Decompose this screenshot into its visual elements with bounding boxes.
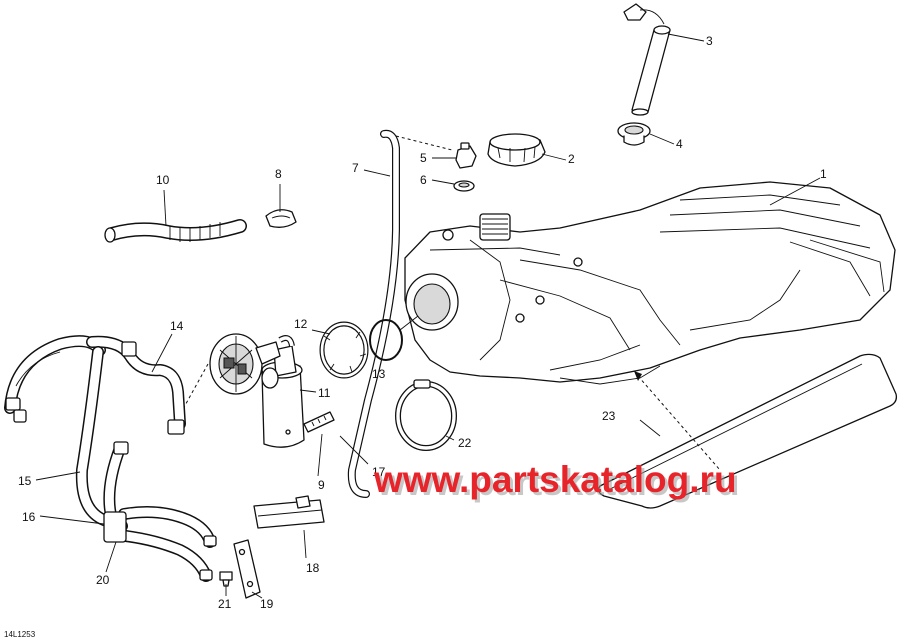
drawing-code: 14L1253 xyxy=(4,630,36,639)
callout-21: 21 xyxy=(218,597,232,611)
callout-20: 20 xyxy=(96,573,110,587)
watermark-text: www.partskatalog.ru xyxy=(373,459,737,500)
mounting-bracket[interactable] xyxy=(233,539,261,599)
fuel-line-assembly[interactable] xyxy=(4,335,217,582)
callout-15: 15 xyxy=(18,474,32,488)
callout-23: 23 xyxy=(602,409,616,423)
fuel-tank[interactable] xyxy=(404,181,896,385)
callout-12: 12 xyxy=(294,317,308,331)
small-clamp[interactable] xyxy=(265,209,297,228)
callout-8: 8 xyxy=(275,167,282,181)
pump-filter[interactable] xyxy=(253,495,325,529)
callout-14: 14 xyxy=(170,319,184,333)
vent-valve[interactable] xyxy=(455,142,477,169)
pump-flange[interactable] xyxy=(177,333,281,419)
callout-2: 2 xyxy=(568,152,575,166)
callout-3: 3 xyxy=(706,34,713,48)
lock-ring[interactable] xyxy=(319,321,369,379)
vent-hose[interactable] xyxy=(347,129,453,498)
callout-16: 16 xyxy=(22,510,36,524)
callout-19: 19 xyxy=(260,597,274,611)
callout-18: 18 xyxy=(306,561,320,575)
bracket-screw[interactable] xyxy=(219,571,233,587)
filler-tube[interactable] xyxy=(623,3,671,116)
fuel-cap[interactable] xyxy=(487,133,546,167)
callout-22: 22 xyxy=(458,436,472,450)
callout-9: 9 xyxy=(318,478,325,492)
leader-lines xyxy=(35,33,821,599)
callout-11: 11 xyxy=(318,386,331,400)
tank-pad[interactable] xyxy=(598,353,898,509)
callouts: 1 2 3 4 5 6 7 8 9 10 11 12 13 14 15 16 1… xyxy=(18,34,827,611)
callout-13: 13 xyxy=(372,367,386,381)
filler-grommet[interactable] xyxy=(617,122,651,146)
callout-1: 1 xyxy=(820,167,827,181)
callout-4: 4 xyxy=(676,137,683,151)
callout-10: 10 xyxy=(156,173,170,187)
watermark-shadow: www.partskatalog.ru xyxy=(376,462,740,503)
large-clamp[interactable] xyxy=(395,379,457,451)
callout-17: 17 xyxy=(372,465,386,479)
watermark: www.partskatalog.ru www.partskatalog.ru xyxy=(373,459,740,503)
vent-seal[interactable] xyxy=(453,180,475,192)
o-ring[interactable] xyxy=(369,315,419,361)
callout-7: 7 xyxy=(352,161,359,175)
coolant-hose[interactable] xyxy=(104,219,247,243)
callout-5: 5 xyxy=(420,151,427,165)
callout-6: 6 xyxy=(420,173,427,187)
